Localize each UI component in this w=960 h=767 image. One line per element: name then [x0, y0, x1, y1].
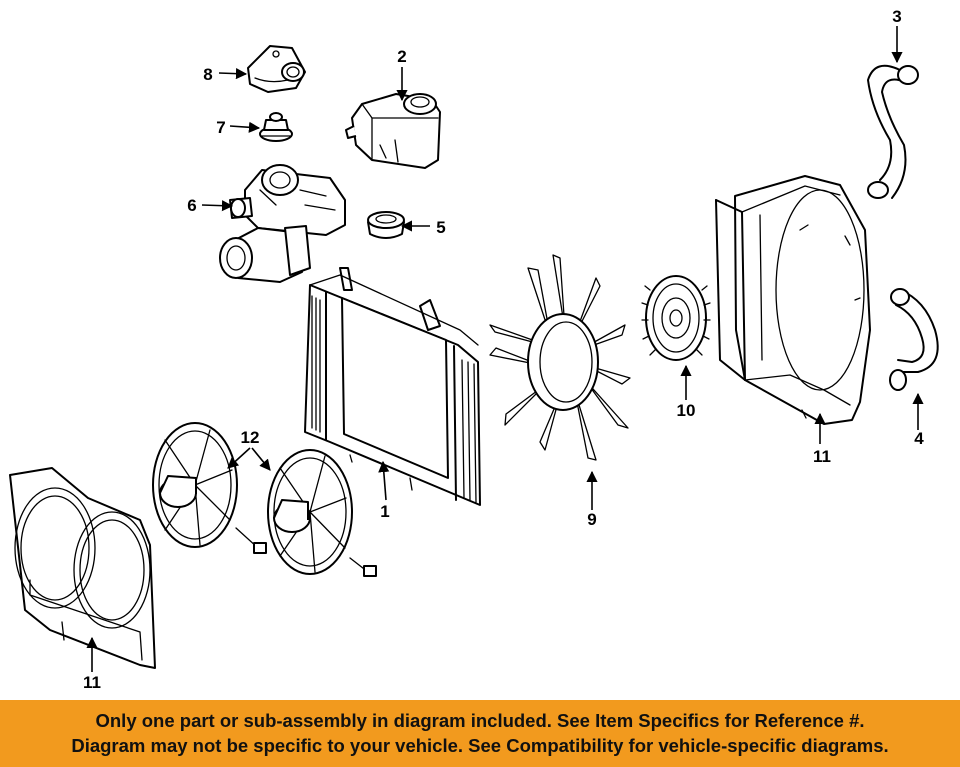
water-pump [219, 164, 346, 283]
callout-10: 10 [677, 401, 696, 420]
coolant-reservoir [345, 93, 441, 169]
callout-arrows [86, 26, 924, 672]
electric-fans [152, 422, 377, 577]
thermostat-housing [247, 45, 306, 93]
callout-7: 7 [216, 118, 225, 137]
callout-4: 4 [914, 429, 924, 448]
fan-shroud-rear [715, 175, 871, 425]
reservoir-cap [367, 211, 405, 239]
callout-1: 1 [380, 502, 389, 521]
callout-11-left: 11 [83, 673, 101, 692]
callout-11-right: 11 [813, 447, 831, 466]
callout-12: 12 [241, 428, 260, 447]
callout-3: 3 [892, 7, 901, 26]
upper-hose [867, 64, 919, 199]
callout-9: 9 [587, 510, 596, 529]
parts-diagram: 8 2 3 7 6 5 10 11 4 12 1 9 11 [9, 7, 939, 692]
radiator [304, 267, 481, 506]
disclaimer-line-1: Only one part or sub-assembly in diagram… [95, 710, 865, 731]
thermostat [259, 112, 293, 142]
disclaimer-line-2: Diagram may not be specific to your vehi… [71, 735, 889, 756]
callout-8: 8 [203, 65, 212, 84]
callout-labels: 8 2 3 7 6 5 10 11 4 12 1 9 11 [83, 7, 924, 692]
callout-6: 6 [187, 196, 196, 215]
fan-shroud-front [9, 467, 156, 669]
callout-2: 2 [397, 47, 406, 66]
lower-hose [889, 288, 939, 391]
fan-blade [489, 254, 631, 461]
fan-clutch [641, 275, 711, 361]
disclaimer-banner: Only one part or sub-assembly in diagram… [0, 700, 960, 767]
callout-5: 5 [436, 218, 445, 237]
